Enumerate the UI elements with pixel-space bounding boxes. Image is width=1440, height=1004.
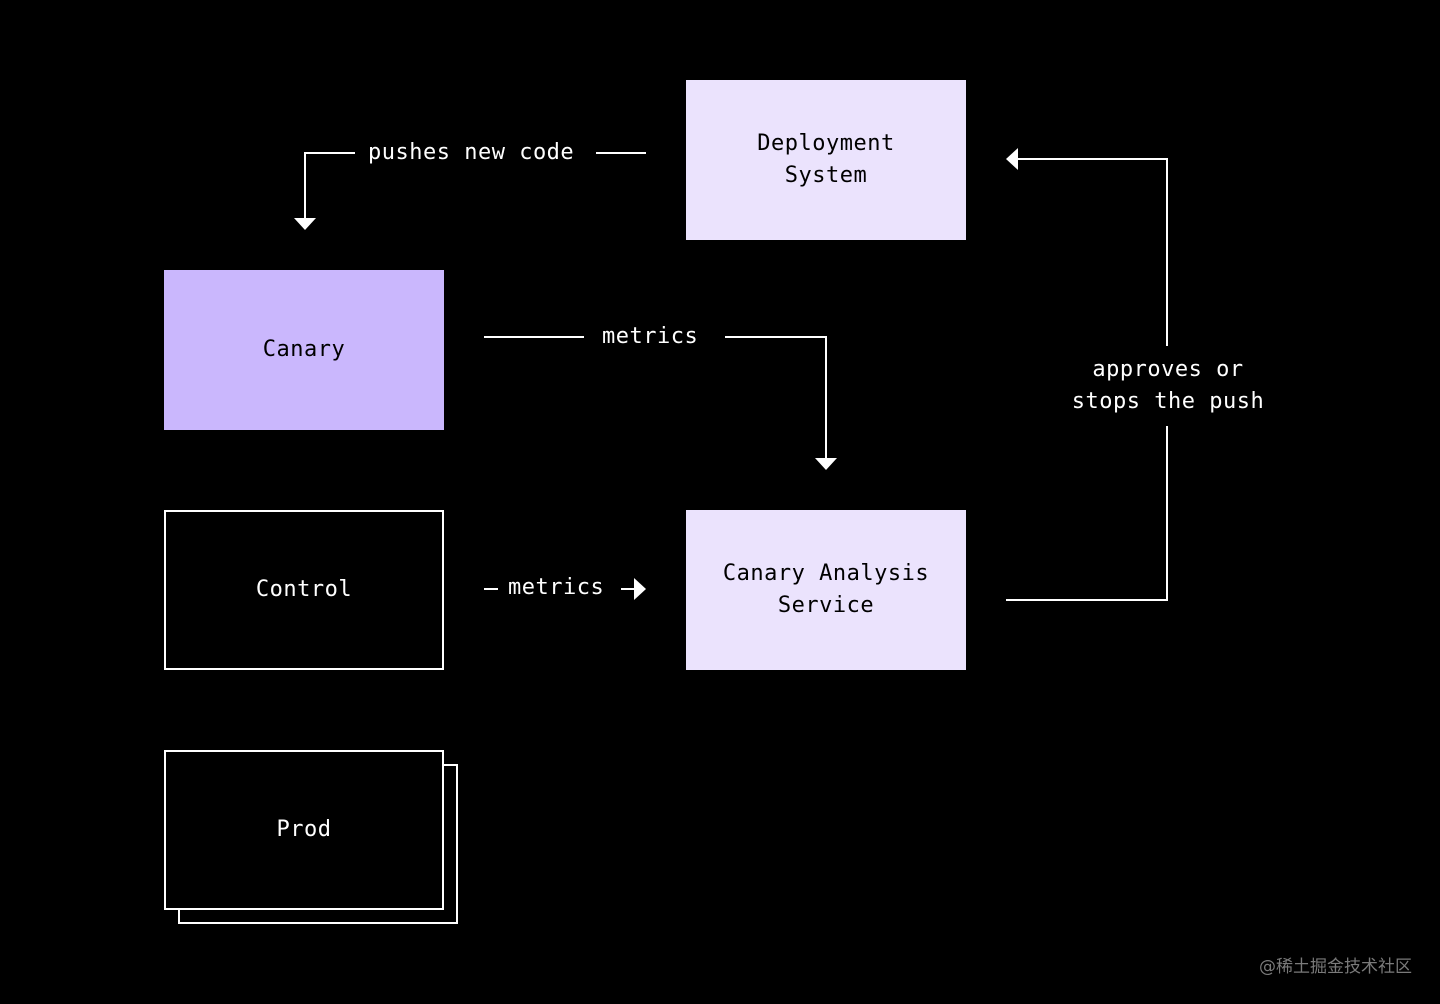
edge-pushes-new-code-line-left xyxy=(304,152,355,218)
canary-analysis-service-label-line2: Service xyxy=(777,593,875,618)
edge-pushes-new-code-arrowhead xyxy=(294,218,316,230)
edge-control-metrics-arrowhead xyxy=(634,578,646,600)
deployment-system-label-line2: System xyxy=(784,163,868,188)
control-label: Control xyxy=(255,577,353,602)
control-box: Control xyxy=(164,510,444,670)
canary-analysis-service-box: Canary Analysis Service xyxy=(686,510,966,670)
prod-label: Prod xyxy=(276,817,332,842)
edge-approves-arrowhead xyxy=(1006,148,1018,170)
edge-canary-metrics-arrowhead xyxy=(815,458,837,470)
canary-box: Canary xyxy=(164,270,444,430)
canary-label: Canary xyxy=(262,337,346,362)
edge-label-pushes-new-code: pushes new code xyxy=(360,137,583,169)
edge-label-control-metrics: metrics xyxy=(502,572,611,604)
deployment-system-box: Deployment System xyxy=(686,80,966,240)
edge-label-approves-or-stops: approves or stops the push xyxy=(1058,354,1278,418)
edge-canary-metrics-line-right xyxy=(725,336,827,458)
watermark: @稀土掘金技术社区 xyxy=(1259,957,1412,977)
edge-label-approves-line2: stops the push xyxy=(1071,389,1265,414)
deployment-system-label-line1: Deployment xyxy=(757,131,895,156)
edge-approves-line-top xyxy=(1018,158,1168,346)
edge-label-approves-line1: approves or xyxy=(1092,357,1244,382)
edge-label-canary-metrics: metrics xyxy=(592,321,709,353)
prod-box: Prod xyxy=(164,750,444,910)
edge-approves-line-bottom xyxy=(1006,426,1168,601)
canary-analysis-service-label-line1: Canary Analysis xyxy=(722,561,930,586)
